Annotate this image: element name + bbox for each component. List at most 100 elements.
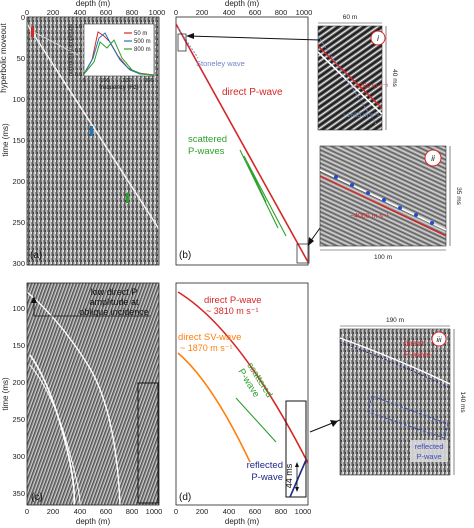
axis-b-depth-label: depth (m) [225,0,260,8]
tick-d-depth-400: 400 [223,507,236,516]
scattered-line-b-3 [247,163,267,203]
tick-d-depth-600: 600 [249,507,262,516]
direct-p-line-b [175,23,309,263]
inset-xtick-300: 300 [144,78,153,84]
axis-d-depth-label: depth (m) [225,517,260,526]
inset-xlabel: frequency (Hz) [99,85,138,91]
panel-label-d: (d) [179,492,191,503]
panel-label-ii: ii [431,154,435,163]
arrow-to-inset-i [187,35,321,41]
label-direct-iii-2: P-wave [404,350,431,359]
panel-label-i: i [377,34,379,43]
tick-c-time-100: 100 [12,304,25,313]
label-direct-p-b: direct P-wave [222,87,283,98]
tick-a-depth-0: 0 [25,8,29,17]
label-low-direct-2: amplitude at [89,297,139,307]
axis-a-time-label: time (ms) [1,123,10,157]
legend-50m: 50 m [134,31,147,37]
inset-iii: 190 m direct P-wave reflected P-wave iii… [339,317,466,476]
spectrum-inset: 0 100 200 300 0.0 0.5 1.0 frequency (Hz)… [68,23,155,91]
direct-p-line-d [177,291,309,464]
seismic-image-c [27,283,159,505]
legend-800m: 800 m [134,47,151,53]
panel-label-iii: iii [437,335,442,344]
tick-a-depth-1000: 1000 [149,8,166,17]
axis-c-depth-label: depth (m) [76,517,111,526]
scale-i-width: 60 m [343,14,357,21]
scattered-line-d [235,397,277,443]
zoom-box-i [177,33,187,52]
panel-label-c: (c) [31,492,43,503]
label-reflected-iii-2: P-wave [416,452,441,461]
label-low-direct-3: oblique incidence [79,307,149,317]
label-low-direct-1: low direct P [91,287,138,297]
direct-sv-line-d [177,352,251,463]
tick-d-depth-800: 800 [275,507,288,516]
marker-500m [90,126,93,136]
label-scattered-b-1: scattered [188,134,227,145]
direct-sv-trace-c [29,354,76,506]
label-vel-ii: ~4000 m s⁻¹ [350,213,390,220]
tick-a-depth-600: 600 [100,8,113,17]
tick-a-time-0: 0 [21,13,25,22]
panel-label-b: (b) [179,250,191,261]
tick-a-depth-800: 800 [126,8,139,17]
spectrum-800m [83,39,155,76]
label-direct-sv-d-1: direct SV-wave [178,332,241,343]
scale-ii-height: 35 ms [455,187,462,205]
tick-d-depth-200: 200 [196,507,209,516]
zoom-box-iii-source [137,382,159,504]
tick-a-time-50: 50 [17,54,25,63]
stoneley-trace-a [29,29,79,56]
tick-d-depth-0: 0 [174,507,178,516]
label-vel-i-1: ~3750 m s⁻¹ [352,83,389,90]
scale-iii-width: 190 m [386,317,404,324]
tick-c-time-350: 350 [12,489,25,498]
tick-c-depth-1000: 1000 [146,507,163,516]
axis-a-depth-label: depth (m) [76,0,111,8]
tick-a-time-250: 250 [12,218,25,227]
label-direct-sv-d-2: ~ 1870 m s⁻¹ [180,343,233,353]
label-reflected-d-2: P-wave [251,472,283,483]
label-direct-iii-1: direct [404,339,424,348]
tick-d-depth-1000: 1000 [295,507,312,516]
panel-c: low direct P amplitude at oblique incide… [1,282,163,526]
direct-p-trace-c [26,291,121,506]
tick-a-time-100: 100 [12,95,25,104]
panel-label-a: (a) [30,250,42,261]
tick-c-time-150: 150 [12,341,25,350]
inset-xtick-0: 0 [82,78,85,84]
tick-a-depth-200: 200 [47,8,60,17]
label-scattered-b-2: P-waves [188,146,225,157]
panel-d: 44 ms direct P-wave ~ 3810 m s⁻¹ direct … [174,282,312,526]
tick-c-time-200: 200 [12,378,25,387]
panel-a: 0 200 400 600 800 1000 depth (m) 0 50 10… [0,0,165,268]
reflected-zone-iii [367,395,449,439]
tick-a-depth-400: 400 [74,8,87,17]
tick-b-depth-1000: 1000 [296,8,313,17]
scale-i-height: 40 ms [391,69,398,87]
inset-xtick-200: 200 [122,78,131,84]
tick-b-depth-400: 400 [223,8,236,17]
tick-b-depth-0: 0 [174,8,178,17]
zoom-image-ii [319,145,447,247]
inset-ytick-0: 0.0 [75,72,82,78]
inset-i: 60 m ~3750 m s⁻¹ ~1625 m s⁻¹ i 40 ms [317,14,398,131]
tick-b-depth-200: 200 [196,8,209,17]
marker-50m [31,27,34,37]
label-vel-i-2: ~1625 m s⁻¹ [343,112,380,119]
label-direct-p-d-1: direct P-wave [204,295,262,306]
label-direct-p-d-2: ~ 3810 m s⁻¹ [206,306,259,316]
inset-ii: ~4000 m s⁻¹ ii 100 m 35 ms [319,145,462,261]
tick-b-depth-800: 800 [275,8,288,17]
reflected-p-line-d [289,459,307,498]
tick-c-depth-400: 400 [74,507,87,516]
inset-xtick-100: 100 [100,78,109,84]
tick-c-depth-800: 800 [126,507,139,516]
scale-ii-width: 100 m [374,254,392,261]
label-stoneley-wave: Stoneley wave [196,59,245,68]
label-44ms: 44 ms [284,463,294,488]
inset-ytick-1: 1.0 [75,24,82,30]
spectrum-500m [83,32,155,76]
